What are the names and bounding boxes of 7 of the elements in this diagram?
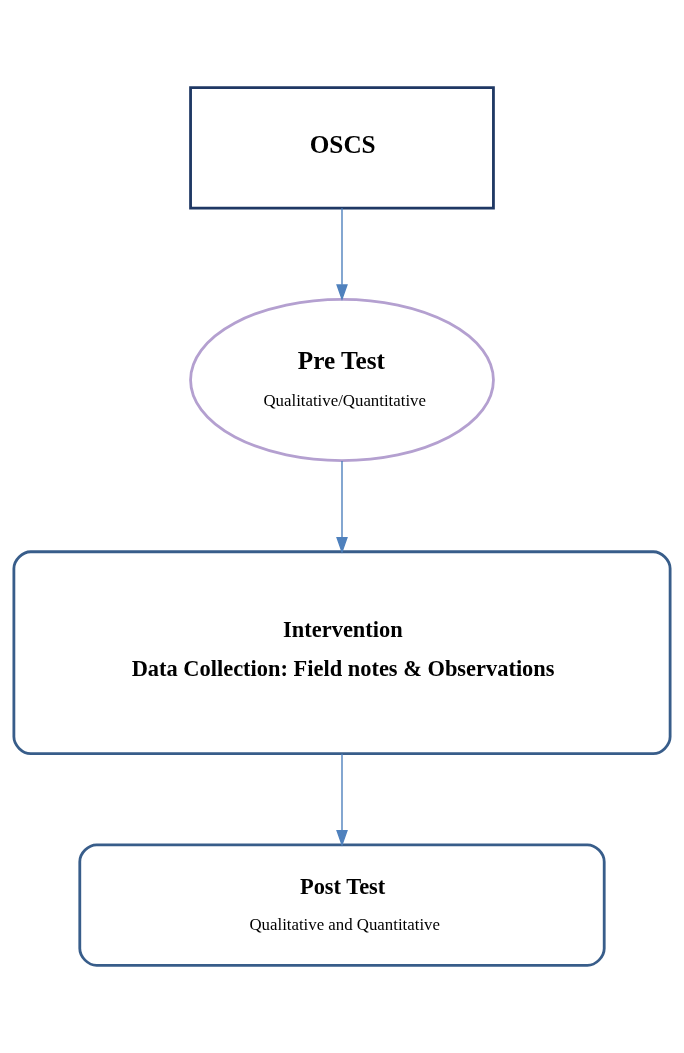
arrow — [336, 207, 348, 302]
node-ellipse: Pre Test Qualitative/Quantitative — [189, 297, 495, 462]
arrow — [336, 753, 348, 847]
node-box: Intervention Data Collection: Field notes & Observations — [12, 550, 672, 756]
node-box: Post Test Qualitative and Quantitative — [78, 843, 606, 967]
arrow — [336, 460, 348, 554]
node-box: OSCS — [189, 86, 495, 210]
